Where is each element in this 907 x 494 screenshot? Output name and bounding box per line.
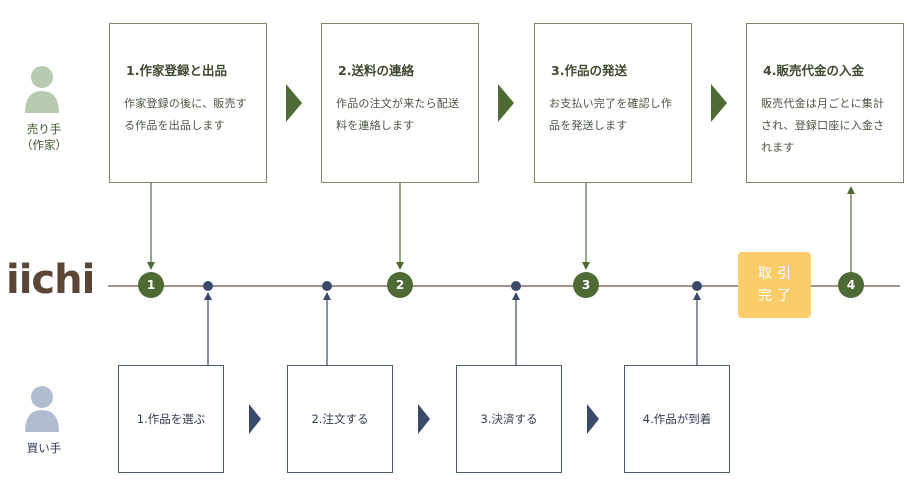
buyer-dot-2: [322, 281, 332, 291]
seller-step-arrow-2: [498, 84, 514, 122]
seller-role-label: 売り手 （作家）: [21, 122, 67, 152]
marker-circle-1: [138, 272, 164, 298]
buyer-step-arrow-1: [249, 404, 261, 434]
seller-step-title: 3.作品の発送: [551, 63, 627, 78]
seller-person-icon: [25, 66, 59, 113]
seller-step-4: 4.販売代金の入金 販売代金は月ごとに集計され、登録口座に入金されます: [746, 23, 904, 183]
seller-step-desc: 作品の注文が来たら配送料を連絡します: [336, 97, 460, 132]
buyer-step-title: 3.決済する: [480, 412, 538, 426]
marker-number-1: 1: [146, 278, 156, 292]
buyer-step-title: 2.注文する: [311, 412, 369, 426]
marker-number-3: 3: [581, 278, 591, 292]
marker-number-2: 2: [395, 278, 405, 292]
buyer-dot-3: [511, 281, 521, 291]
buyer-dot-1: [203, 281, 213, 291]
seller-step-arrow-1: [286, 84, 302, 122]
seller-step-arrow-3: [711, 84, 727, 122]
marker-circle-2: [387, 272, 413, 298]
seller-step-title: 1.作家登録と出品: [126, 63, 227, 78]
seller-step-desc: 作家登録の後に、販売する作品を出品します: [124, 97, 247, 132]
buyer-role-label: 買い手: [26, 441, 62, 455]
buyer-step-arrow-2: [418, 404, 430, 434]
buyer-step-title: 1.作品を選ぶ: [136, 412, 206, 426]
marker-number-4: 4: [846, 278, 856, 292]
seller-step-desc: お支払い完了を確認し作品を発送します: [549, 97, 673, 132]
transaction-complete-badge: 取引 完了: [738, 252, 811, 318]
buyer-step-3: 3.決済する: [456, 365, 562, 473]
seller-step-desc: 販売代金は月ごとに集計され、登録口座に入金されます: [761, 97, 885, 154]
buyer-step-4: 4.作品が到着: [624, 365, 730, 473]
seller-step-1: 1.作家登録と出品 作家登録の後に、販売する作品を出品します: [109, 23, 267, 183]
buyer-person-icon: [25, 386, 59, 432]
buyer-step-1: 1.作品を選ぶ: [118, 365, 224, 473]
buyer-dot-4: [692, 281, 702, 291]
seller-step-2: 2.送料の連絡 作品の注文が来たら配送料を連絡します: [321, 23, 479, 183]
iichi-logo: iichi: [6, 257, 95, 303]
seller-step-title: 2.送料の連絡: [338, 63, 414, 78]
seller-step-3: 3.作品の発送 お支払い完了を確認し作品を発送します: [534, 23, 692, 183]
marker-circle-3: [573, 272, 599, 298]
buyer-step-2: 2.注文する: [287, 365, 393, 473]
marker-circle-4: [838, 272, 864, 298]
buyer-step-title: 4.作品が到着: [642, 412, 712, 426]
buyer-step-arrow-3: [587, 404, 599, 434]
seller-step-title: 4.販売代金の入金: [763, 63, 864, 78]
